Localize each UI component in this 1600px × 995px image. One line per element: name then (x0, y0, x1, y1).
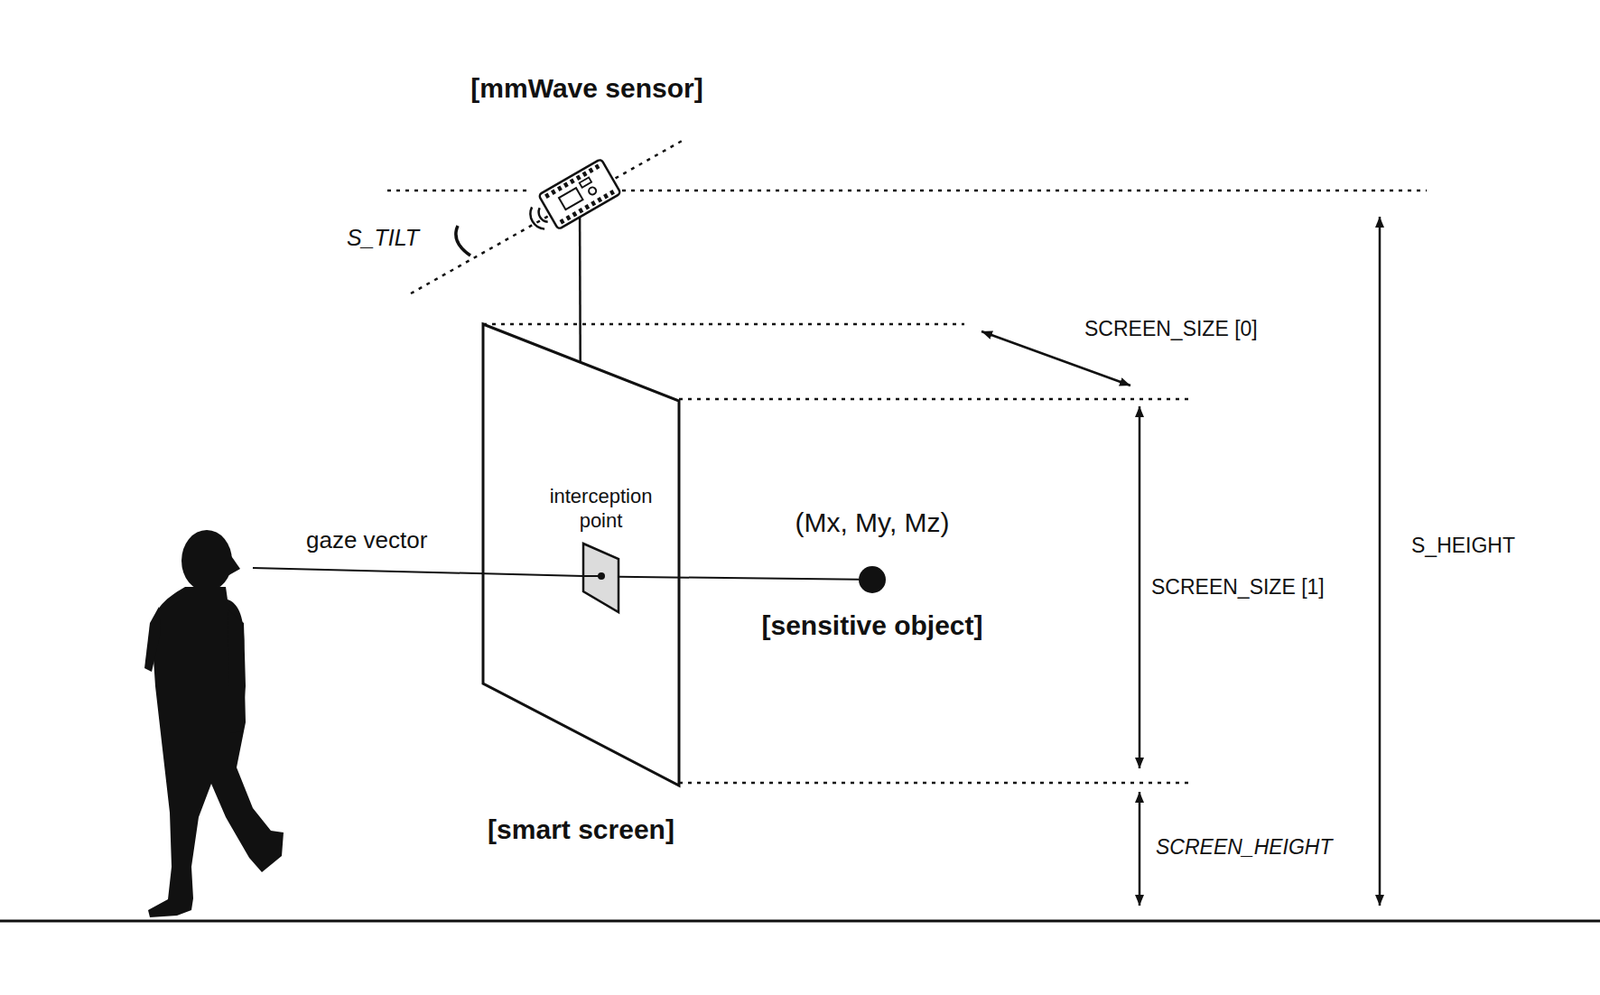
screen-outline (483, 324, 680, 786)
gaze-label: gaze vector (306, 526, 428, 555)
person-body (148, 586, 284, 918)
interception-label: interception point (533, 484, 670, 533)
sensor-pin (544, 193, 550, 199)
object-dot (858, 566, 886, 594)
screen-edge-guide (483, 323, 965, 326)
sensor-title: [mmWave sensor] (470, 72, 703, 105)
dimension-arrow (1378, 216, 1382, 906)
gaze-line (252, 567, 584, 577)
sensitive-object: (Mx, My, Mz) [sensitive object] (736, 501, 1008, 646)
tilt-axis-line (410, 139, 684, 294)
radio-wave (536, 207, 549, 224)
screen-top-guide (679, 398, 1190, 401)
smart-screen: interception point[smart screen] (483, 324, 680, 786)
dimension-arrow (1138, 406, 1142, 769)
tilt-angle-arc (455, 225, 471, 256)
dimension-label: SCREEN_SIZE [1] (1151, 575, 1325, 601)
sensor-pin (590, 200, 596, 206)
sensor-pin (576, 175, 582, 181)
sensor-pin (557, 186, 563, 192)
sensor-component (587, 186, 598, 196)
person-silhouette (144, 530, 284, 918)
sensor-level-line (622, 189, 1427, 193)
person-arm (227, 609, 246, 734)
sensor-pin (569, 178, 576, 185)
interception-dot (597, 572, 605, 580)
sensor-pin (584, 204, 590, 210)
radio-wave (526, 206, 545, 233)
sensor-pin (559, 218, 566, 224)
sensor-pin (550, 189, 557, 196)
object-title: [sensitive object] (761, 609, 983, 642)
sensor-pin (603, 193, 609, 199)
screen-panel (483, 324, 680, 786)
mount-pole (578, 216, 582, 363)
person-arm (144, 606, 161, 672)
sensor-pin (582, 171, 588, 177)
ground-line (0, 920, 1600, 923)
screen-title: [smart screen] (487, 813, 675, 847)
person-head (181, 530, 233, 592)
sensor-pin (563, 182, 569, 188)
dimension-label: SCREEN_SIZE [0] (1084, 316, 1258, 343)
angle-label: S_TILT (346, 223, 419, 252)
sensor-pin (577, 207, 584, 214)
sensor-pin (594, 164, 600, 170)
gaze-line (618, 576, 859, 580)
sensor-chip (579, 176, 592, 187)
sensor-pin (609, 189, 615, 196)
sensor-level-line (387, 189, 531, 193)
dimension-arrow (1138, 791, 1142, 906)
interception-marker (583, 543, 619, 613)
sensor-node: [mmWave sensor] (451, 72, 723, 226)
sensor-pin (565, 214, 571, 221)
sensor-board-outline (538, 158, 621, 230)
sensor-pin (571, 211, 577, 217)
coordinate-label: (Mx, My, Mz) (794, 506, 949, 540)
dimension-label: SCREEN_HEIGHT (1155, 835, 1333, 861)
screen-bottom-guide (679, 781, 1190, 785)
interception-point: interception point (583, 543, 619, 613)
sensor-pin (588, 167, 595, 174)
sensor-pin (596, 196, 603, 203)
person-nose (227, 550, 241, 577)
sensor-board (522, 158, 622, 239)
interception-patch (583, 543, 619, 613)
dimension-label: S_HEIGHT (1411, 533, 1516, 559)
sensor-chip (558, 187, 584, 210)
object-marker (856, 564, 888, 596)
